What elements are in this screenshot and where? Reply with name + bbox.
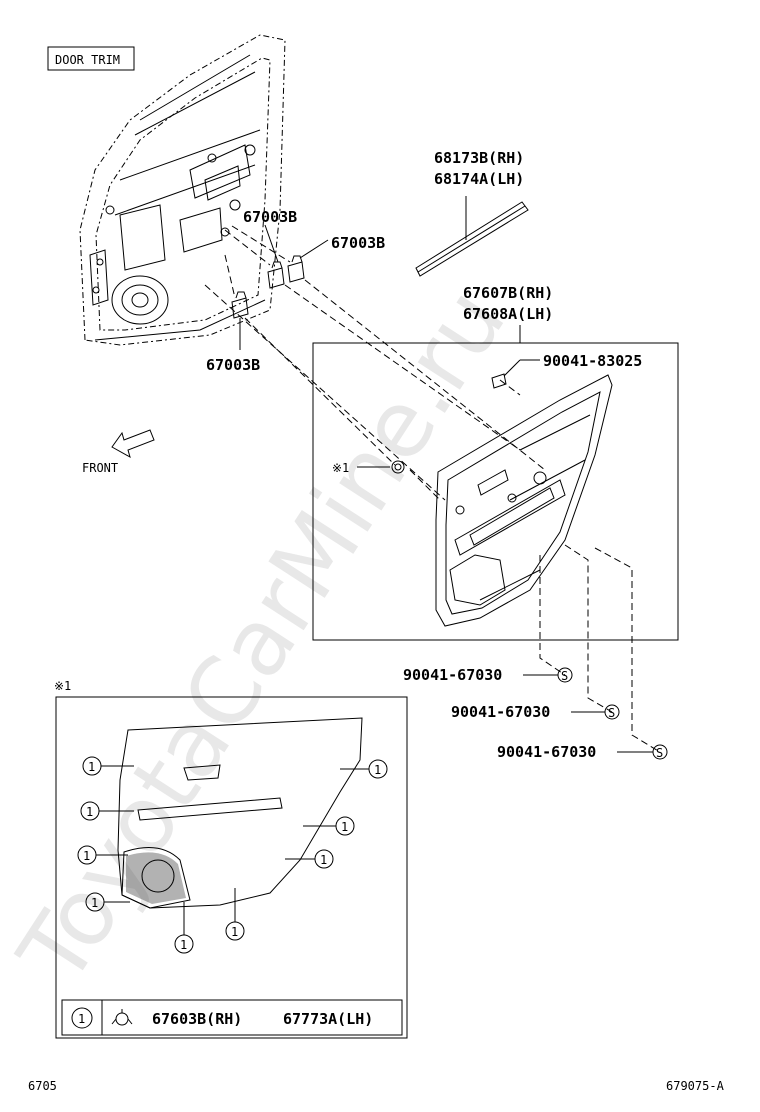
svg-text:1: 1: [86, 805, 93, 819]
legend-clip-icon: [111, 1009, 133, 1026]
front-arrow-icon: [111, 429, 155, 459]
svg-text:1: 1: [374, 763, 381, 777]
screw-icon-1: S: [557, 667, 573, 683]
retainer-drawing: [491, 373, 507, 389]
legend-lh: 67773A(LH): [283, 1010, 373, 1028]
label-weatherstrip-lh: 68174A(LH): [434, 170, 524, 188]
screw-icon-2: S: [604, 704, 620, 720]
legend-box: [61, 999, 403, 1036]
svg-text:1: 1: [91, 896, 98, 910]
section-label-box: [47, 46, 135, 71]
svg-text:S: S: [561, 669, 568, 683]
clip-note-drawing: [391, 460, 405, 474]
front-label: FRONT: [82, 461, 118, 475]
svg-text:1: 1: [341, 820, 348, 834]
label-panel-rh: 67607B(RH): [463, 284, 553, 302]
svg-text:1: 1: [180, 938, 187, 952]
label-screw-1: 90041-67030: [403, 666, 502, 684]
legend-rh: 67603B(RH): [152, 1010, 242, 1028]
footer-right: 679075-A: [666, 1079, 725, 1093]
label-weatherstrip-rh: 68173B(RH): [434, 149, 524, 167]
clip-upper-a: [267, 261, 285, 289]
watermark: ToyotaCarMine.ru: [0, 270, 526, 1003]
door-trim-panel-drawing: [435, 374, 613, 627]
footer-left: 6705: [28, 1079, 57, 1093]
clip-upper-b: [287, 255, 305, 283]
label-clip-upper-b: 67003B: [331, 234, 385, 252]
svg-text:1: 1: [231, 925, 238, 939]
label-screw-3: 90041-67030: [497, 743, 596, 761]
screw-icon-3: S: [652, 744, 668, 760]
door-frame-drawing: [79, 34, 286, 346]
label-panel-lh: 67608A(LH): [463, 305, 553, 323]
svg-text:S: S: [656, 746, 663, 760]
legend-symbol: 1: [71, 1007, 93, 1029]
weatherstrip-drawing: [415, 201, 529, 277]
detail-title: ※1: [54, 679, 71, 693]
note-mark: ※1: [332, 461, 349, 475]
panel-box: [312, 342, 679, 641]
detail-panel-drawing: [117, 717, 363, 909]
label-screw-2: 90041-67030: [451, 703, 550, 721]
detail-callouts: 1 1 1 1 1 1 1 1 1: [77, 756, 388, 954]
clip-lower: [231, 291, 249, 319]
svg-text:1: 1: [88, 760, 95, 774]
svg-text:S: S: [608, 706, 615, 720]
section-label: DOOR TRIM: [55, 53, 120, 67]
label-retainer: 90041-83025: [543, 352, 642, 370]
svg-text:1: 1: [83, 849, 90, 863]
label-clip-lower: 67003B: [206, 356, 260, 374]
label-clip-upper-a: 67003B: [243, 208, 297, 226]
svg-text:1: 1: [320, 853, 327, 867]
detail-box: [55, 696, 408, 1039]
svg-text:1: 1: [78, 1012, 85, 1026]
